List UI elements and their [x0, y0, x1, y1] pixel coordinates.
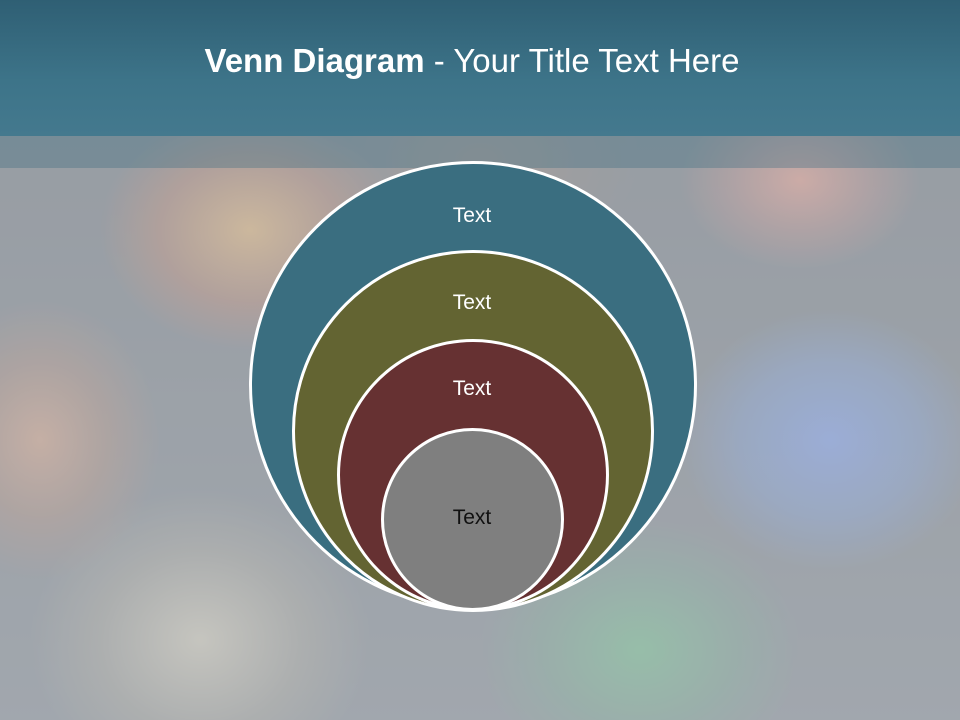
- slide-title-bold: Venn Diagram: [204, 42, 425, 79]
- slide-title-rest: - Your Title Text Here: [424, 42, 740, 79]
- slide-title[interactable]: Venn Diagram - Your Title Text Here: [0, 42, 944, 80]
- venn-label-outer: Text: [452, 204, 492, 227]
- venn-label-inner: Text: [452, 506, 492, 529]
- venn-circle-inner[interactable]: [381, 428, 564, 611]
- venn-label-second: Text: [452, 291, 492, 314]
- title-bar: [0, 0, 960, 136]
- venn-label-third: Text: [452, 377, 492, 400]
